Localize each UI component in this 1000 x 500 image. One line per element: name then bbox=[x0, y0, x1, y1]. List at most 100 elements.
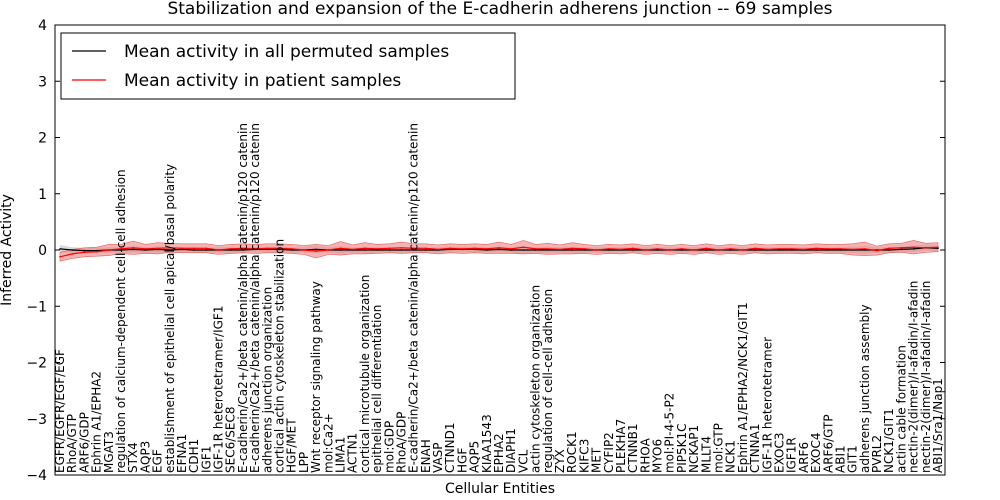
x-tick-label: mol:Ca2+ bbox=[321, 413, 335, 473]
x-tick-label: CTNNB1 bbox=[626, 423, 640, 473]
x-tick-label: actin cytoskeleton organization bbox=[529, 285, 543, 473]
x-tick-label: mol:GTP bbox=[712, 423, 726, 473]
point-permuted bbox=[498, 248, 500, 251]
x-tick-label: EPHA2 bbox=[492, 433, 506, 473]
point-patient bbox=[400, 247, 403, 249]
x-tick-label: NCK1 bbox=[724, 440, 738, 473]
point-permuted bbox=[864, 249, 866, 251]
point-patient bbox=[327, 249, 330, 251]
point-patient bbox=[303, 249, 305, 251]
x-tick-label: KIFC3 bbox=[577, 439, 591, 473]
x-tick-label: Ephrin A1/EPHA2 bbox=[90, 371, 104, 473]
point-permuted bbox=[754, 249, 756, 251]
point-patient bbox=[571, 247, 573, 250]
point-permuted bbox=[571, 249, 573, 251]
point-patient bbox=[522, 246, 525, 248]
point-patient bbox=[412, 247, 415, 250]
point-permuted bbox=[547, 249, 549, 251]
x-tick-label: ACTN1 bbox=[346, 433, 360, 473]
point-permuted bbox=[376, 249, 378, 251]
point-patient bbox=[144, 248, 147, 250]
y-tick-label: −3 bbox=[26, 412, 47, 428]
point-patient bbox=[376, 248, 378, 250]
y-tick-label: 0 bbox=[38, 243, 47, 259]
x-tick-label: IGF1R bbox=[785, 437, 799, 473]
point-patient bbox=[266, 247, 269, 250]
point-permuted bbox=[290, 249, 293, 251]
x-tick-label: E-cadherin/Ca2+/beta catenin/alpha caten… bbox=[248, 123, 262, 473]
point-permuted bbox=[205, 249, 208, 251]
x-tick-label: cortical actin cytoskeleton stabilizatio… bbox=[273, 239, 287, 473]
point-patient bbox=[217, 249, 220, 251]
point-patient bbox=[242, 247, 244, 250]
legend-box bbox=[60, 32, 516, 100]
x-tick-label: adherens junction assembly bbox=[858, 304, 872, 473]
x-axis-label: Cellular Entities bbox=[445, 481, 555, 497]
point-permuted bbox=[364, 249, 366, 251]
point-patient bbox=[754, 247, 756, 250]
x-tick-label: HGF/MET bbox=[285, 418, 299, 473]
point-patient bbox=[815, 247, 817, 250]
y-tick-label: −2 bbox=[26, 356, 47, 372]
series-lines bbox=[59, 246, 939, 258]
point-permuted bbox=[95, 249, 98, 252]
point-patient bbox=[278, 247, 281, 250]
x-tick-label: RHOA bbox=[638, 437, 652, 473]
x-tick-label: epithelial cell differentiation bbox=[370, 305, 384, 473]
x-tick-label: nectin-2(dimer)/I-afadin/I-afadin bbox=[919, 281, 933, 473]
x-tick-labels: EGFR/EGFR/EGF/EGFRhoA/GTPARF6/GDPEphrin … bbox=[53, 123, 945, 473]
point-patient bbox=[132, 247, 134, 249]
x-tick-label: Ephrin A1/EPHA2/NCK1/GIT1 bbox=[736, 302, 750, 473]
y-tick-label: −4 bbox=[26, 468, 47, 484]
point-patient bbox=[693, 249, 695, 251]
point-patient bbox=[717, 249, 720, 251]
x-tick-label: EFNA1 bbox=[175, 434, 189, 473]
point-permuted bbox=[156, 248, 159, 251]
chart-title: Stabilization and expansion of the E-cad… bbox=[167, 0, 832, 19]
point-permuted bbox=[632, 249, 634, 251]
point-patient bbox=[790, 248, 793, 250]
x-tick-label: NCKAP1 bbox=[687, 425, 701, 473]
point-patient bbox=[742, 249, 744, 251]
point-permuted bbox=[278, 248, 281, 251]
point-patient bbox=[595, 249, 598, 251]
x-tick-label: ABI1/Sra1/Nap1 bbox=[931, 378, 945, 473]
point-patient bbox=[59, 255, 61, 258]
point-permuted bbox=[339, 249, 342, 251]
x-tick-label: MLLT4 bbox=[699, 436, 713, 473]
x-tick-label: LIMA1 bbox=[334, 437, 348, 473]
x-tick-label: EGF bbox=[151, 449, 165, 473]
x-tick-label: CTNNA1 bbox=[748, 423, 762, 473]
point-patient bbox=[315, 250, 317, 252]
x-tick-label: VASP bbox=[431, 442, 445, 473]
x-tick-label: regulation of calcium-dependent cell-cel… bbox=[114, 169, 128, 473]
y-tick-label: 1 bbox=[38, 187, 47, 203]
point-patient bbox=[583, 248, 586, 250]
legend: Mean activity in all permuted samples Me… bbox=[60, 32, 516, 100]
point-patient bbox=[95, 250, 98, 253]
point-permuted bbox=[425, 249, 427, 251]
point-patient bbox=[449, 247, 452, 250]
point-permuted bbox=[778, 249, 781, 251]
point-permuted bbox=[449, 248, 452, 251]
point-patient bbox=[766, 248, 769, 251]
x-tick-label: MGAT3 bbox=[102, 431, 116, 473]
x-tick-label: IGF-1R heterotetramer/IGF1 bbox=[212, 306, 226, 473]
point-patient bbox=[851, 248, 854, 251]
x-tick-label: DIAPH1 bbox=[504, 428, 518, 473]
x-tick-label: PVRL2 bbox=[870, 435, 884, 473]
point-permuted bbox=[266, 248, 269, 251]
point-patient bbox=[120, 248, 122, 250]
point-patient bbox=[486, 248, 488, 250]
x-tick-label: RhoA/GDP bbox=[394, 412, 408, 473]
x-tick-label: adherens junction organization bbox=[260, 287, 274, 473]
point-permuted bbox=[83, 249, 86, 252]
point-patient bbox=[461, 248, 464, 250]
x-tick-label: ARF6/GTP bbox=[821, 414, 835, 473]
x-tick-label: EXOC4 bbox=[809, 433, 823, 474]
point-permuted bbox=[412, 249, 415, 251]
point-permuted bbox=[912, 248, 915, 250]
point-permuted bbox=[705, 249, 708, 251]
point-permuted bbox=[315, 248, 317, 251]
